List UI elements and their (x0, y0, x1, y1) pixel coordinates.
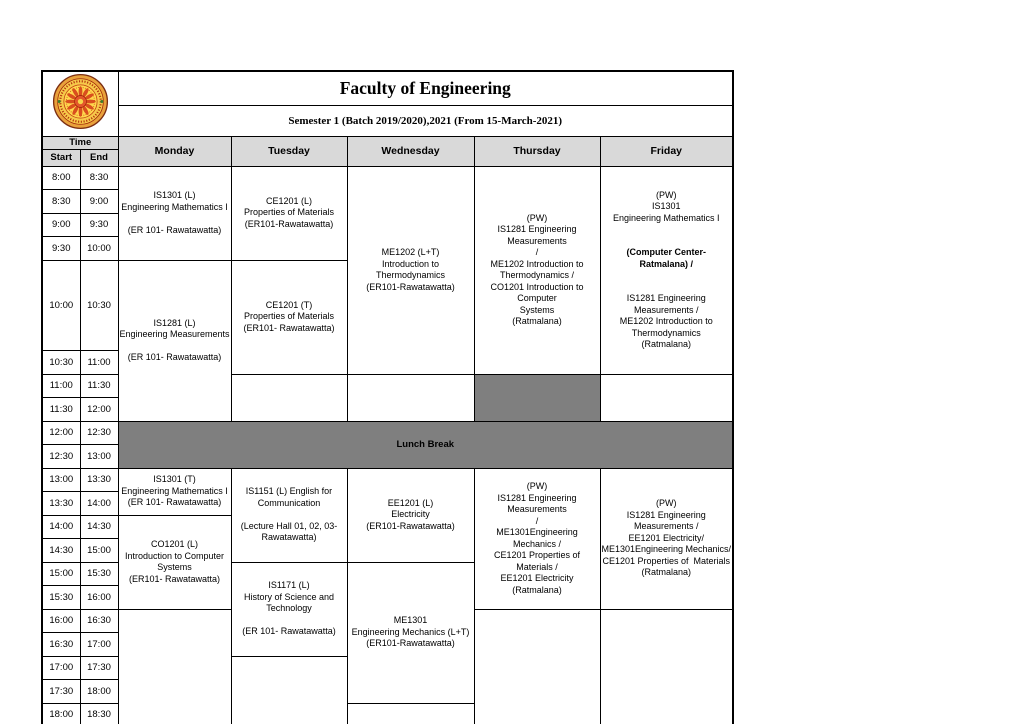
course-monday-co1201: CO1201 (L) Introduction to Computer Syst… (117, 514, 232, 610)
time-start-cell: 16:30 (41, 632, 81, 657)
time-start-cell: 12:00 (41, 420, 81, 445)
empty-cell-thursday-1600 (473, 608, 601, 724)
course-text-bold: (Computer Center- Ratmalana) / (626, 247, 712, 269)
time-end-cell: 9:30 (79, 212, 119, 237)
logo-cell (41, 70, 119, 137)
time-end-cell: 16:30 (79, 608, 119, 633)
empty-cell-friday-1100 (599, 373, 734, 422)
time-start-cell: 8:30 (41, 189, 81, 214)
day-header-tuesday: Tuesday (230, 135, 348, 167)
time-start-cell: 10:30 (41, 350, 81, 375)
course-friday-pw-morning: (PW) IS1301 Engineering Mathematics I (C… (599, 165, 734, 375)
lunch-break-cell: Lunch Break (117, 420, 734, 469)
time-end-cell: 16:00 (79, 585, 119, 610)
time-end-cell: 13:30 (79, 467, 119, 492)
university-logo-icon (52, 73, 108, 129)
time-end-cell: 14:00 (79, 491, 119, 516)
time-start-cell: 9:00 (41, 212, 81, 237)
time-end-cell: 11:00 (79, 350, 119, 375)
course-text: (PW) IS1301 Engineering Mathematics I (612, 189, 720, 223)
time-start-cell: 13:30 (41, 491, 81, 516)
course-monday-is1301-tutorial: IS1301 (T) Engineering Mathematics I (ER… (117, 467, 232, 516)
time-end-cell: 11:30 (79, 373, 119, 398)
course-wednesday-ee1201: EE1201 (L) Electricity (ER101-Rawatawatt… (346, 467, 475, 563)
time-header: Time (41, 135, 119, 150)
course-monday-is1301-lecture: IS1301 (L) Engineering Mathematics I (ER… (117, 165, 232, 261)
day-header-thursday: Thursday (473, 135, 601, 167)
course-tuesday-ce1201-tutorial: CE1201 (T) Properties of Materials (ER10… (230, 259, 348, 375)
course-thursday-pw-afternoon: (PW) IS1281 Engineering Measurements / M… (473, 467, 601, 610)
empty-cell-wednesday-1100 (346, 373, 475, 422)
empty-cell-tuesday-1700 (230, 655, 348, 724)
course-thursday-pw-morning: (PW) IS1281 Engineering Measurements / M… (473, 165, 601, 375)
time-start-cell: 14:30 (41, 538, 81, 563)
time-end-cell: 13:00 (79, 444, 119, 469)
course-tuesday-ce1201-lecture: CE1201 (L) Properties of Materials (ER10… (230, 165, 348, 261)
course-text: IS1281 Engineering Measurements / ME1202… (619, 293, 713, 349)
time-start-cell: 10:00 (41, 259, 81, 351)
time-end-cell: 17:30 (79, 655, 119, 680)
time-end-cell: 14:30 (79, 514, 119, 539)
timetable: Faculty of Engineering Semester 1 (Batch… (41, 70, 734, 724)
time-start-cell: 8:00 (41, 165, 81, 190)
time-end-cell: 10:30 (79, 259, 119, 351)
time-end-cell: 12:00 (79, 397, 119, 422)
empty-cell-wednesday-1800 (346, 702, 475, 724)
day-header-monday: Monday (117, 135, 232, 167)
time-end-cell: 18:30 (79, 702, 119, 724)
day-header-wednesday: Wednesday (346, 135, 475, 167)
time-start-cell: 17:00 (41, 655, 81, 680)
time-end-cell: 10:00 (79, 236, 119, 261)
empty-cell-friday-1600 (599, 608, 734, 724)
time-end-cell: 18:00 (79, 679, 119, 704)
end-header: End (79, 148, 119, 167)
time-end-cell: 9:00 (79, 189, 119, 214)
time-end-cell: 17:00 (79, 632, 119, 657)
start-header: Start (41, 148, 81, 167)
time-start-cell: 9:30 (41, 236, 81, 261)
time-start-cell: 15:30 (41, 585, 81, 610)
time-start-cell: 14:00 (41, 514, 81, 539)
blocked-cell-thursday-1100 (473, 373, 601, 422)
time-start-cell: 11:00 (41, 373, 81, 398)
course-tuesday-is1171: IS1171 (L) History of Science and Techno… (230, 561, 348, 657)
time-start-cell: 13:00 (41, 467, 81, 492)
empty-cell-monday-1600 (117, 608, 232, 724)
page-title: Faculty of Engineering (117, 70, 734, 106)
time-end-cell: 15:00 (79, 538, 119, 563)
time-start-cell: 15:00 (41, 561, 81, 586)
empty-cell-tuesday-1100 (230, 373, 348, 422)
time-start-cell: 18:00 (41, 702, 81, 724)
time-start-cell: 17:30 (41, 679, 81, 704)
time-end-cell: 12:30 (79, 420, 119, 445)
course-wednesday-me1202: ME1202 (L+T) Introduction to Thermodynam… (346, 165, 475, 375)
course-wednesday-me1301: ME1301 Engineering Mechanics (L+T) (ER10… (346, 561, 475, 704)
page-subtitle: Semester 1 (Batch 2019/2020),2021 (From … (117, 104, 734, 137)
time-end-cell: 15:30 (79, 561, 119, 586)
course-friday-pw-afternoon: (PW) IS1281 Engineering Measurements / E… (599, 467, 734, 610)
course-monday-is1281-lecture: IS1281 (L) Engineering Measurements (ER … (117, 259, 232, 422)
day-header-friday: Friday (599, 135, 734, 167)
time-end-cell: 8:30 (79, 165, 119, 190)
time-start-cell: 11:30 (41, 397, 81, 422)
time-start-cell: 12:30 (41, 444, 81, 469)
time-start-cell: 16:00 (41, 608, 81, 633)
course-tuesday-is1151: IS1151 (L) English for Communication (Le… (230, 467, 348, 563)
